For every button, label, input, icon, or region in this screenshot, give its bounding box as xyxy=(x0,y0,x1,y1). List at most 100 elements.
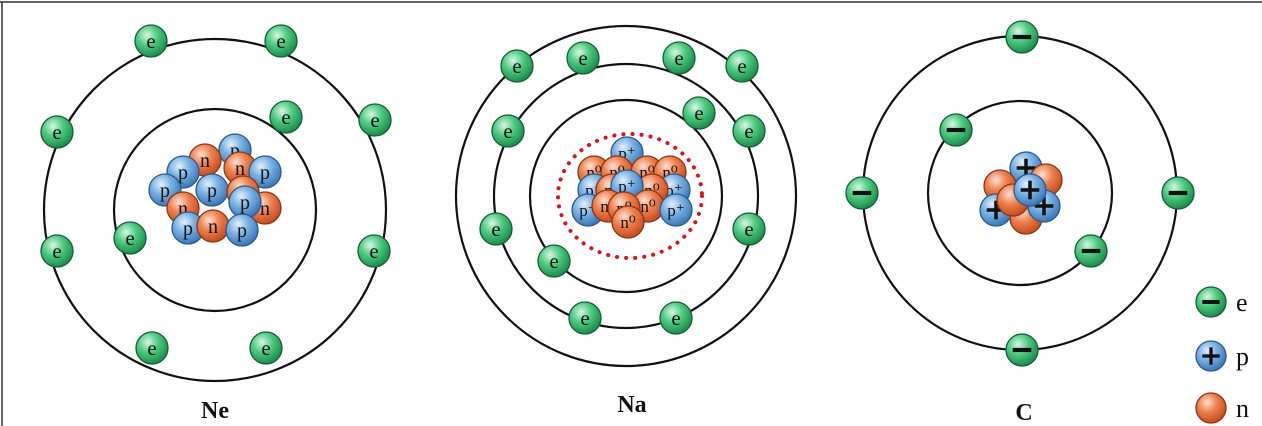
proton-label: p xyxy=(160,180,170,202)
nucleus xyxy=(979,151,1063,235)
electron-label: e xyxy=(512,54,521,78)
plus-icon xyxy=(1020,180,1040,200)
electron-label: e xyxy=(52,239,61,263)
plus-icon xyxy=(986,200,1006,220)
neutron-label: n xyxy=(235,158,245,180)
proton-label: p xyxy=(183,218,193,240)
atom-carbon xyxy=(845,20,1195,367)
legend-item-neutron: n xyxy=(1195,392,1249,424)
minus-icon xyxy=(1012,347,1032,353)
neutron-label: n⁰ xyxy=(620,213,636,232)
electron-particle: e xyxy=(134,24,168,58)
electron-label: e xyxy=(744,217,753,241)
neutron-particle: n⁰ xyxy=(611,205,645,239)
legend-item-proton: p xyxy=(1195,340,1249,372)
proton-particle xyxy=(1013,173,1047,207)
electron-label: e xyxy=(671,306,680,330)
electron-particle xyxy=(845,176,879,210)
electron-particle: e xyxy=(40,234,74,268)
plus-icon xyxy=(1034,196,1054,216)
proton-label: p xyxy=(178,162,188,184)
atom-symbol-na: Na xyxy=(617,392,646,418)
electron-label: e xyxy=(147,336,156,360)
proton-label: p xyxy=(230,140,240,162)
dotted-boundary-ring xyxy=(556,132,704,260)
proton-label: p⁺ xyxy=(667,201,684,220)
outer-shell xyxy=(42,37,388,383)
atom-symbol-ne: Ne xyxy=(201,398,229,424)
electron-particle: e xyxy=(568,301,602,335)
electron-label: e xyxy=(281,105,290,129)
electron-particle xyxy=(1195,286,1227,318)
electron-particle: e xyxy=(537,244,571,278)
legend-item-electron: e xyxy=(1195,286,1248,318)
minus-icon xyxy=(1168,190,1188,196)
electron-particle: e xyxy=(269,100,303,134)
electron-particle: e xyxy=(357,234,391,268)
plus-icon xyxy=(1202,347,1220,365)
inner-shell xyxy=(528,98,724,294)
electron-label: e xyxy=(491,217,500,241)
neutron-label: n xyxy=(260,198,270,220)
electron-particle xyxy=(1005,20,1039,54)
minus-icon xyxy=(946,127,966,133)
electron-particle: e xyxy=(659,301,693,335)
proton-label: p xyxy=(240,192,250,214)
electron-particle: e xyxy=(566,41,600,75)
proton-particle: p xyxy=(228,185,262,219)
neutron-particle xyxy=(1195,392,1227,424)
minus-icon xyxy=(1202,300,1220,304)
electron-particle: e xyxy=(40,115,74,149)
electron-particle: e xyxy=(479,212,513,246)
electron-label: e xyxy=(503,119,512,143)
outer-shell xyxy=(454,24,798,368)
electron-particle xyxy=(1005,333,1039,367)
electron-label: e xyxy=(370,108,379,132)
electron-particle: e xyxy=(732,114,766,148)
minus-icon xyxy=(1012,34,1032,40)
neutron-label: n xyxy=(178,198,188,220)
electron-label: e xyxy=(737,54,746,78)
electron-particle xyxy=(1161,176,1195,210)
electron-particle: e xyxy=(249,331,283,365)
electron-particle: e xyxy=(113,221,147,255)
proton-label: p xyxy=(260,162,270,184)
electron-particle: e xyxy=(135,331,169,365)
minus-icon xyxy=(852,190,872,196)
electron-label: e xyxy=(261,336,270,360)
atom-symbol-c: C xyxy=(1015,400,1032,426)
electron-label: e xyxy=(580,306,589,330)
proton-label: p xyxy=(207,180,217,202)
proton-particle xyxy=(1195,340,1227,372)
legend-label: e xyxy=(1236,288,1248,317)
electron-label: e xyxy=(694,101,703,125)
neutron-label: n⁰ xyxy=(640,197,656,216)
electron-label: e xyxy=(549,249,558,273)
proton-particle: p xyxy=(195,173,229,207)
minus-icon xyxy=(1081,248,1101,254)
proton-label: p⁺ xyxy=(618,177,635,196)
electron-label: e xyxy=(125,226,134,250)
legend-label: n xyxy=(1236,394,1249,423)
electron-particle: e xyxy=(662,41,696,75)
electron-label: e xyxy=(146,29,155,53)
middle-shell xyxy=(492,62,760,330)
legend: epn xyxy=(1195,286,1249,424)
neutron-label: n xyxy=(208,216,218,238)
electron-particle xyxy=(939,113,973,147)
proton-particle: p⁺ xyxy=(659,193,693,227)
electron-label: e xyxy=(276,29,285,53)
electron-particle: e xyxy=(491,114,525,148)
electron-label: e xyxy=(744,119,753,143)
legend-label: p xyxy=(1236,342,1249,371)
neutron-label: n xyxy=(200,150,210,172)
neutron-particle: n xyxy=(196,209,230,243)
nucleus: pnnppppnnpnpnp xyxy=(148,133,282,247)
electron-particle: e xyxy=(500,49,534,83)
proton-particle: p xyxy=(225,213,259,247)
electron-label: e xyxy=(674,46,683,70)
proton-label: p xyxy=(237,220,247,242)
electron-label: e xyxy=(578,46,587,70)
